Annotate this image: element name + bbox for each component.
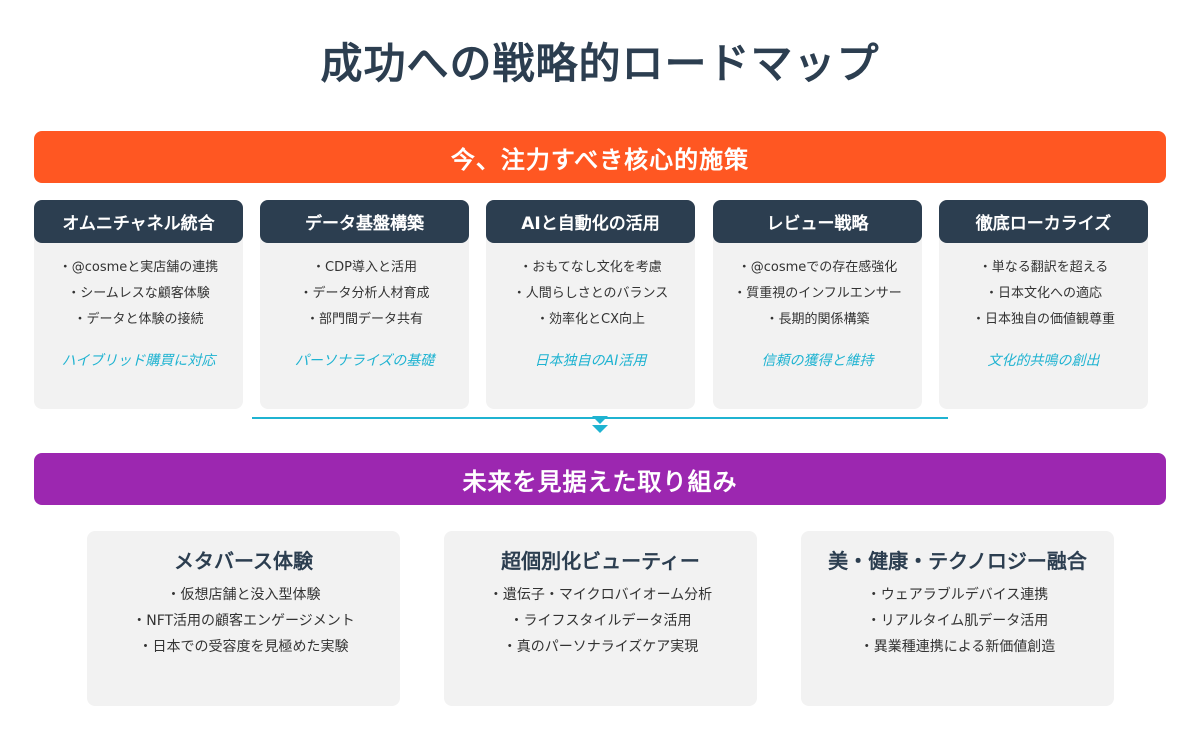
list-item: ・真のパーソナライズケア実現 [502, 639, 699, 655]
double-chevron-down-icon [592, 416, 608, 433]
list-item: ・データと体験の接続 [73, 312, 204, 327]
card-tagline: 信頼の獲得と維持 [761, 353, 874, 369]
card-item-list: ・@cosmeと実店舗の連携 ・シームレスな顧客体験 ・データと体験の接続 [34, 255, 243, 333]
card-title: レビュー戦略 [713, 200, 922, 243]
card-tagline: 文化的共鳴の創出 [987, 353, 1100, 369]
list-item: ・人間らしさとのバランス [512, 286, 669, 301]
card-item-list: ・おもてなし文化を考慮 ・人間らしさとのバランス ・効率化とCX向上 [486, 255, 695, 333]
card-title: AIと自動化の活用 [486, 200, 695, 243]
list-item: ・日本での受容度を見極めた実験 [138, 639, 349, 655]
section-future-banner: 未来を見据えた取り組み [34, 453, 1166, 505]
list-item: ・CDP導入と活用 [312, 260, 417, 275]
card-title: 徹底ローカライズ [939, 200, 1148, 243]
card-item-list: ・ウェアラブルデバイス連携 ・リアルタイム肌データ活用 ・異業種連携による新価値… [801, 582, 1114, 660]
card-data-platform: データ基盤構築 ・CDP導入と活用 ・データ分析人材育成 ・部門間データ共有 パ… [260, 200, 469, 409]
card-item-list: ・遺伝子・マイクロバイオーム分析 ・ライフスタイルデータ活用 ・真のパーソナライ… [444, 582, 757, 660]
list-item: ・質重視のインフルエンサー [733, 286, 902, 301]
card-ai-automation: AIと自動化の活用 ・おもてなし文化を考慮 ・人間らしさとのバランス ・効率化と… [486, 200, 695, 409]
list-item: ・日本文化への適応 [984, 286, 1102, 301]
list-item: ・NFT活用の顧客エンゲージメント [132, 613, 355, 629]
card-metaverse: メタバース体験 ・仮想店舗と没入型体験 ・NFT活用の顧客エンゲージメント ・日… [87, 531, 400, 706]
card-review-strategy: レビュー戦略 ・@cosmeでの存在感強化 ・質重視のインフルエンサー ・長期的… [713, 200, 922, 409]
list-item: ・@cosmeと実店舗の連携 [58, 260, 219, 275]
list-item: ・おもてなし文化を考慮 [519, 260, 662, 275]
list-item: ・仮想店舗と没入型体験 [166, 587, 321, 603]
list-item: ・リアルタイム肌データ活用 [866, 613, 1049, 629]
section-now-banner: 今、注力すべき核心的施策 [34, 131, 1166, 183]
list-item: ・シームレスな顧客体験 [67, 286, 210, 301]
card-title: 超個別化ビューティー [501, 549, 700, 573]
list-item: ・データ分析人材育成 [299, 286, 430, 301]
card-omnichannel: オムニチャネル統合 ・@cosmeと実店舗の連携 ・シームレスな顧客体験 ・デー… [34, 200, 243, 409]
card-hyper-personal-beauty: 超個別化ビューティー ・遺伝子・マイクロバイオーム分析 ・ライフスタイルデータ活… [444, 531, 757, 706]
now-card-row: オムニチャネル統合 ・@cosmeと実店舗の連携 ・シームレスな顧客体験 ・デー… [34, 200, 1166, 410]
list-item: ・日本独自の価値観尊重 [971, 312, 1115, 327]
card-item-list: ・@cosmeでの存在感強化 ・質重視のインフルエンサー ・長期的関係構築 [713, 255, 922, 333]
list-item: ・@cosmeでの存在感強化 [737, 260, 898, 275]
card-tagline: 日本独自のAI活用 [534, 353, 647, 369]
card-item-list: ・単なる翻訳を超える ・日本文化への適応 ・日本独自の価値観尊重 [939, 255, 1148, 333]
list-item: ・単なる翻訳を超える [978, 260, 1109, 275]
card-tagline: ハイブリッド購買に対応 [61, 353, 216, 369]
card-title: データ基盤構築 [260, 200, 469, 243]
card-title: オムニチャネル統合 [34, 200, 243, 243]
card-item-list: ・CDP導入と活用 ・データ分析人材育成 ・部門間データ共有 [260, 255, 469, 333]
list-item: ・ウェアラブルデバイス連携 [866, 587, 1049, 603]
card-tagline: パーソナライズの基礎 [294, 353, 435, 369]
list-item: ・効率化とCX向上 [536, 312, 645, 327]
list-item: ・ライフスタイルデータ活用 [509, 613, 692, 629]
future-card-row: メタバース体験 ・仮想店舗と没入型体験 ・NFT活用の顧客エンゲージメント ・日… [0, 531, 1200, 706]
card-title: 美・健康・テクノロジー融合 [828, 549, 1087, 573]
list-item: ・異業種連携による新価値創造 [859, 639, 1056, 655]
card-localization: 徹底ローカライズ ・単なる翻訳を超える ・日本文化への適応 ・日本独自の価値観尊… [939, 200, 1148, 409]
card-item-list: ・仮想店舗と没入型体験 ・NFT活用の顧客エンゲージメント ・日本での受容度を見… [87, 582, 400, 660]
list-item: ・遺伝子・マイクロバイオーム分析 [488, 587, 713, 603]
list-item: ・長期的関係構築 [765, 312, 870, 327]
card-title: メタバース体験 [174, 549, 313, 573]
list-item: ・部門間データ共有 [305, 312, 423, 327]
card-beauty-health-tech: 美・健康・テクノロジー融合 ・ウェアラブルデバイス連携 ・リアルタイム肌データ活… [801, 531, 1114, 706]
page-title: 成功への戦略的ロードマップ [320, 39, 880, 88]
